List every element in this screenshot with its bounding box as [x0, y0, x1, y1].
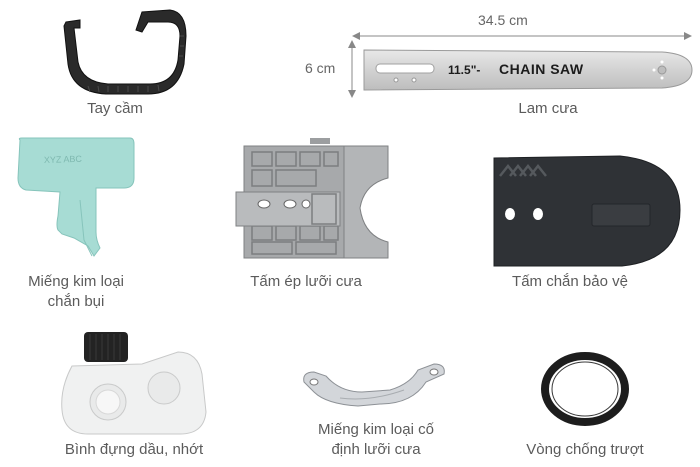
protective-cover-image [490, 152, 682, 270]
bar-length-text: 34.5 cm [478, 12, 528, 28]
metal-bracket-label-line2: định lưỡi cưa [331, 441, 421, 458]
protective-cover-label: Tấm chắn bảo vệ [512, 273, 628, 290]
metal-bracket-image [300, 360, 450, 408]
bar-model-text: 11.5"- [448, 63, 481, 77]
bar-label: Lam cưa [518, 100, 578, 117]
oil-bottle-label: Bình đựng dầu, nhớt [64, 441, 204, 458]
bar-width-text: 6 cm [305, 60, 336, 76]
dust-plate-image: XYZ ABC [14, 136, 136, 268]
metal-bracket-label-line1: Miếng kim loại cố [318, 421, 434, 438]
handle-label: Tay cầm [87, 100, 143, 117]
handle-image [58, 6, 188, 96]
svg-text:XYZ ABC: XYZ ABC [44, 154, 83, 165]
oil-bottle-image [58, 330, 212, 438]
dust-plate-label-line2: chắn bụi [47, 293, 105, 310]
bar-length-dimension [352, 28, 692, 44]
bar-clamp-plate-label: Tấm ép lưỡi cưa [250, 273, 362, 290]
bar-brand-text: CHAIN SAW [499, 61, 584, 77]
dust-plate-label-line1: Miếng kim loại [28, 273, 124, 290]
anti-slip-ring-image [540, 352, 630, 426]
bar-clamp-plate-image [232, 138, 392, 266]
bar-width-dimension [346, 40, 358, 98]
guide-bar-image [362, 44, 694, 96]
anti-slip-ring-label: Vòng chống trượt [526, 441, 644, 458]
